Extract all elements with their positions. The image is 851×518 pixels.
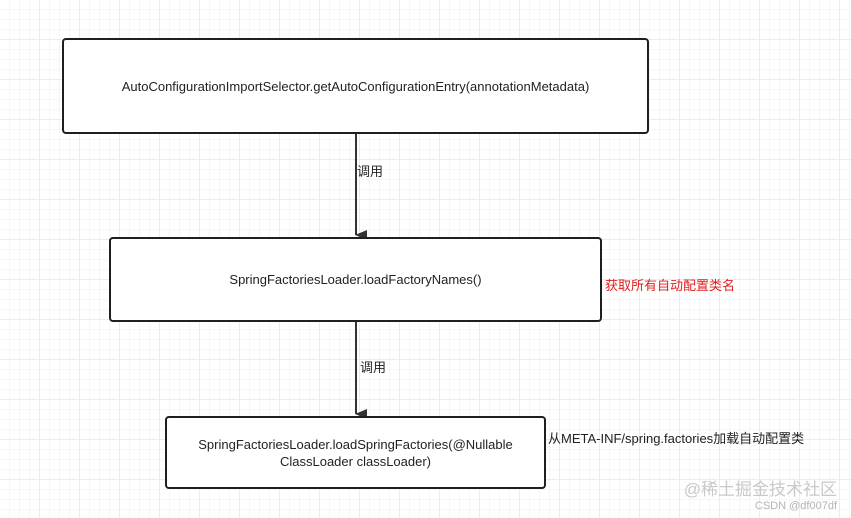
- edge-label-call-2: 调用: [360, 360, 387, 375]
- node-label: AutoConfigurationImportSelector.getAutoC…: [121, 78, 590, 94]
- watermark-credit: CSDN @df007df: [754, 500, 837, 512]
- edge-label-call-1: 调用: [357, 164, 384, 179]
- annotation-load-from-spring-factories: 从META-INF/spring.factories加载自动配置类: [548, 431, 805, 446]
- watermark-text: @稀土掘金技术社区: [683, 480, 837, 499]
- node-label: SpringFactoriesLoader.loadFactoryNames(): [229, 272, 482, 287]
- flow-node-load-factory-names[interactable]: SpringFactoriesLoader.loadFactoryNames(): [109, 237, 602, 322]
- flow-node-auto-configuration-entry[interactable]: AutoConfigurationImportSelector.getAutoC…: [62, 38, 649, 134]
- flow-node-load-spring-factories[interactable]: SpringFactoriesLoader.loadSpringFactorie…: [165, 416, 546, 489]
- node-label: SpringFactoriesLoader.loadSpringFactorie…: [198, 436, 513, 469]
- annotation-get-all-class-names: 获取所有自动配置类名: [605, 278, 736, 293]
